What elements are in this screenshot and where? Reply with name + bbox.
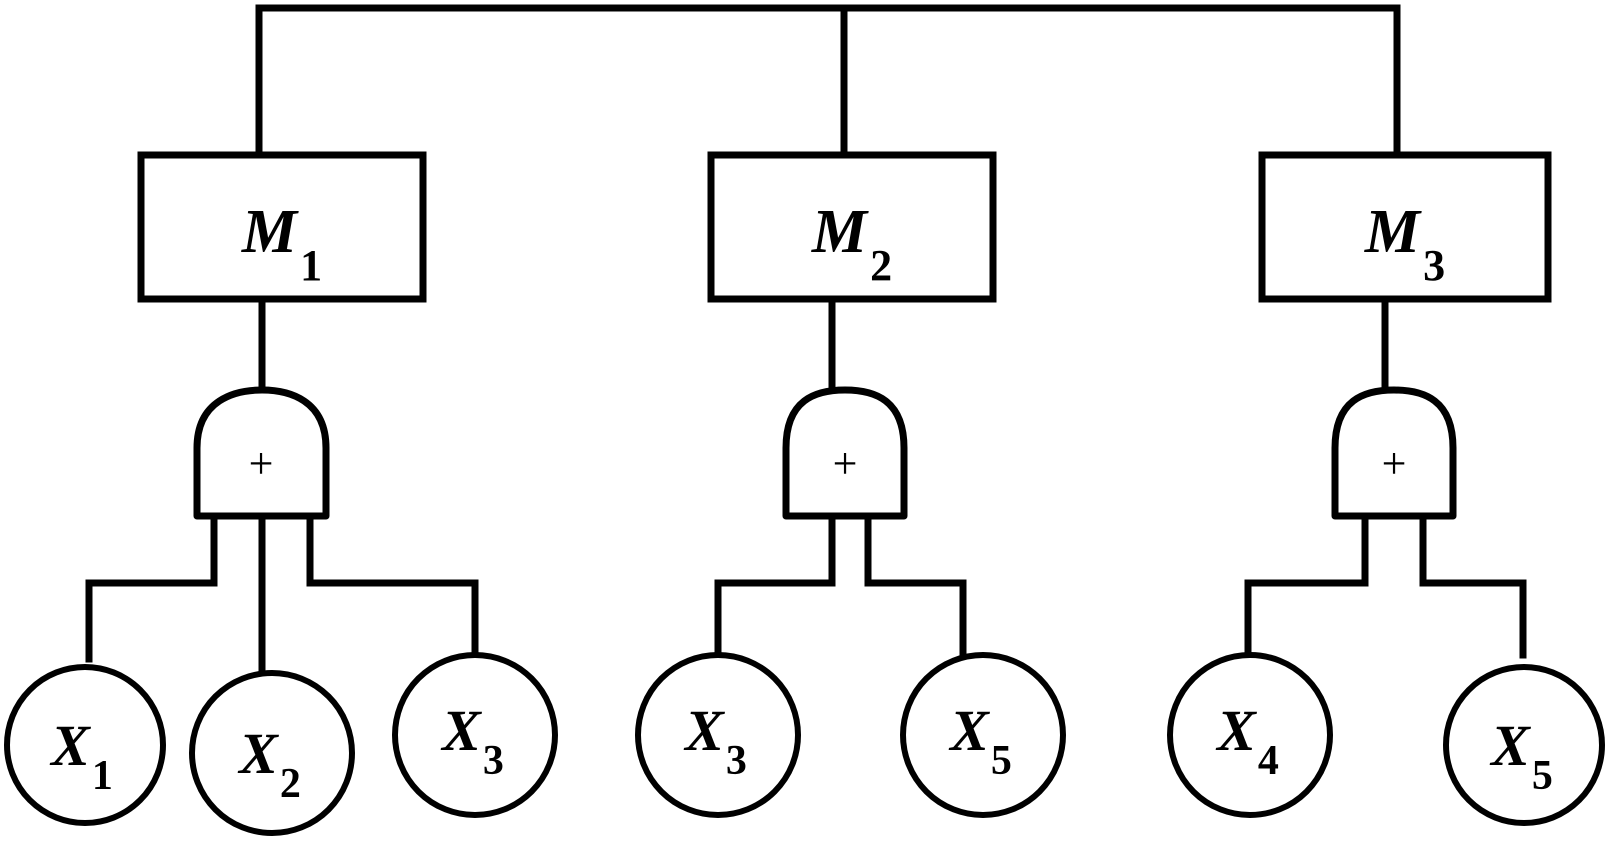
or-gate-3: +: [1331, 386, 1457, 520]
event-subscript: 4: [1258, 738, 1279, 784]
event-label: X: [1489, 713, 1531, 778]
svg-text:X3: X3: [683, 698, 747, 784]
event-circle-x3-b: X3: [635, 652, 801, 818]
module-box-m1: M1: [137, 151, 427, 303]
module-subscript: 3: [1423, 241, 1445, 290]
svg-text:X5: X5: [948, 698, 1012, 784]
event-subscript: 1: [92, 753, 113, 799]
module-box-m3: M3: [1258, 151, 1552, 303]
event-label: X: [948, 698, 990, 763]
or-gate-2: +: [782, 386, 908, 520]
event-subscript: 3: [726, 738, 747, 784]
event-label: X: [1215, 698, 1257, 763]
svg-text:X2: X2: [237, 721, 301, 807]
svg-text:X3: X3: [440, 698, 504, 784]
event-label: X: [49, 713, 91, 778]
event-circle-x1: X1: [4, 664, 166, 826]
event-label: X: [237, 721, 279, 786]
module-gate-connectors: [258, 296, 1389, 394]
event-circle-x4: X4: [1167, 652, 1333, 818]
gate-event-connectors: [85, 512, 1527, 680]
svg-text:M3: M3: [1364, 198, 1445, 290]
event-label: X: [683, 698, 725, 763]
event-subscript: 3: [483, 738, 504, 784]
gate-symbol: +: [833, 439, 858, 488]
gate-symbol: +: [1382, 439, 1407, 488]
module-label: M: [811, 198, 869, 266]
module-label: M: [1364, 198, 1422, 266]
top-connector: [255, 4, 1401, 156]
svg-text:X4: X4: [1215, 698, 1279, 784]
module-label: M: [241, 198, 299, 266]
event-circle-x5-a: X5: [900, 652, 1066, 818]
event-label: X: [440, 698, 482, 763]
event-subscript: 2: [280, 761, 301, 807]
event-subscript: 5: [991, 738, 1012, 784]
event-subscript: 5: [1532, 753, 1553, 799]
svg-text:M1: M1: [241, 198, 322, 290]
module-subscript: 1: [300, 241, 322, 290]
event-circle-x5-b: X5: [1443, 664, 1605, 826]
svg-text:X1: X1: [49, 713, 113, 799]
module-box-m2: M2: [707, 151, 997, 303]
module-subscript: 2: [870, 241, 892, 290]
svg-text:M2: M2: [811, 198, 892, 290]
event-circle-x2: X2: [189, 670, 355, 836]
svg-text:X5: X5: [1489, 713, 1553, 799]
or-gate-1: +: [193, 386, 330, 520]
gate-symbol: +: [249, 439, 274, 488]
event-circle-x3-a: X3: [392, 652, 558, 818]
